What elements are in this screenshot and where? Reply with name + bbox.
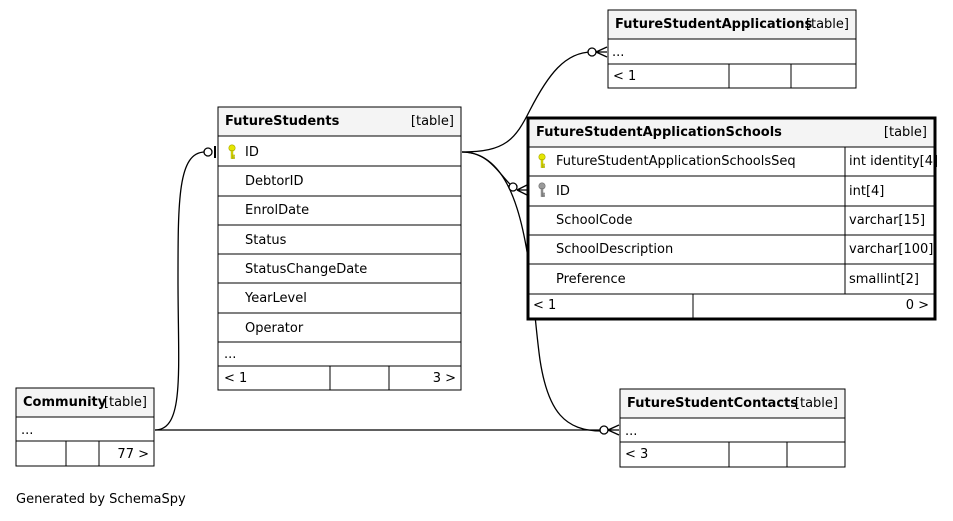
more-columns-ellipsis: ... <box>612 45 624 60</box>
table-tag: [table] <box>795 396 838 411</box>
table-name: FutureStudentApplicationSchools <box>536 125 782 140</box>
crowfoot-marker <box>516 184 528 196</box>
optional-marker <box>508 182 518 192</box>
crowfoot-marker <box>595 46 608 58</box>
table-name: FutureStudentContacts <box>627 396 798 411</box>
rel-students-applications <box>461 51 593 153</box>
optional-marker <box>587 47 597 57</box>
relationship-markers <box>203 46 620 436</box>
more-columns-ellipsis: ... <box>21 423 33 438</box>
table-name: FutureStudentApplications <box>615 17 813 32</box>
table-future-student-applications[interactable]: FutureStudentApplications [table] ... < … <box>607 9 857 89</box>
crowfoot-marker <box>607 424 620 436</box>
table-name: FutureStudents <box>225 114 340 129</box>
parents-count: < 1 <box>533 298 556 313</box>
column-type: int identity[4] <box>849 154 938 169</box>
table-tag: [table] <box>411 114 454 129</box>
relationship-lines <box>154 51 603 432</box>
children-count: 0 > <box>906 298 929 313</box>
parents-count: < 3 <box>625 447 648 462</box>
table-name: Community <box>23 395 107 410</box>
column-name: ID <box>245 145 259 160</box>
rel-students-contacts <box>461 151 603 432</box>
table-community[interactable]: Community [table] ... 77 > <box>15 387 155 467</box>
column-name: DebtorID <box>245 174 304 189</box>
column-name: Operator <box>245 321 304 336</box>
table-future-students[interactable]: FutureStudents [table] ID DebtorID Enrol… <box>217 106 462 391</box>
rel-students-application-schools <box>461 151 513 187</box>
column-name: Status <box>245 233 287 248</box>
table-tag: [table] <box>104 395 147 410</box>
column-type: varchar[100] <box>849 242 933 257</box>
column-type: smallint[2] <box>849 272 919 287</box>
children-count: 3 > <box>433 371 456 386</box>
rel-community-students <box>154 151 206 431</box>
column-name: SchoolCode <box>556 213 632 228</box>
column-name: SchoolDescription <box>556 242 673 257</box>
more-columns-ellipsis: ... <box>625 424 637 439</box>
table-tag: [table] <box>806 17 849 32</box>
table-tag: [table] <box>884 125 927 140</box>
more-columns-ellipsis: ... <box>224 347 236 362</box>
column-type: int[4] <box>849 184 884 199</box>
optional-marker <box>203 147 213 157</box>
column-name: YearLevel <box>244 291 307 306</box>
column-name: EnrolDate <box>245 203 309 218</box>
table-future-student-contacts[interactable]: FutureStudentContacts [table] ... < 3 <box>619 388 846 468</box>
parents-count: < 1 <box>613 69 636 84</box>
optional-marker <box>599 425 609 435</box>
children-count: 77 > <box>117 447 149 462</box>
table-future-student-application-schools[interactable]: FutureStudentApplicationSchools [table] … <box>526 116 938 321</box>
column-name: ID <box>556 184 570 199</box>
column-name: FutureStudentApplicationSchoolsSeq <box>556 154 796 169</box>
generated-by-footer: Generated by SchemaSpy <box>16 492 186 507</box>
parents-count: < 1 <box>224 371 247 386</box>
column-name: Preference <box>556 272 626 287</box>
column-name: StatusChangeDate <box>245 262 367 277</box>
column-type: varchar[15] <box>849 213 925 228</box>
